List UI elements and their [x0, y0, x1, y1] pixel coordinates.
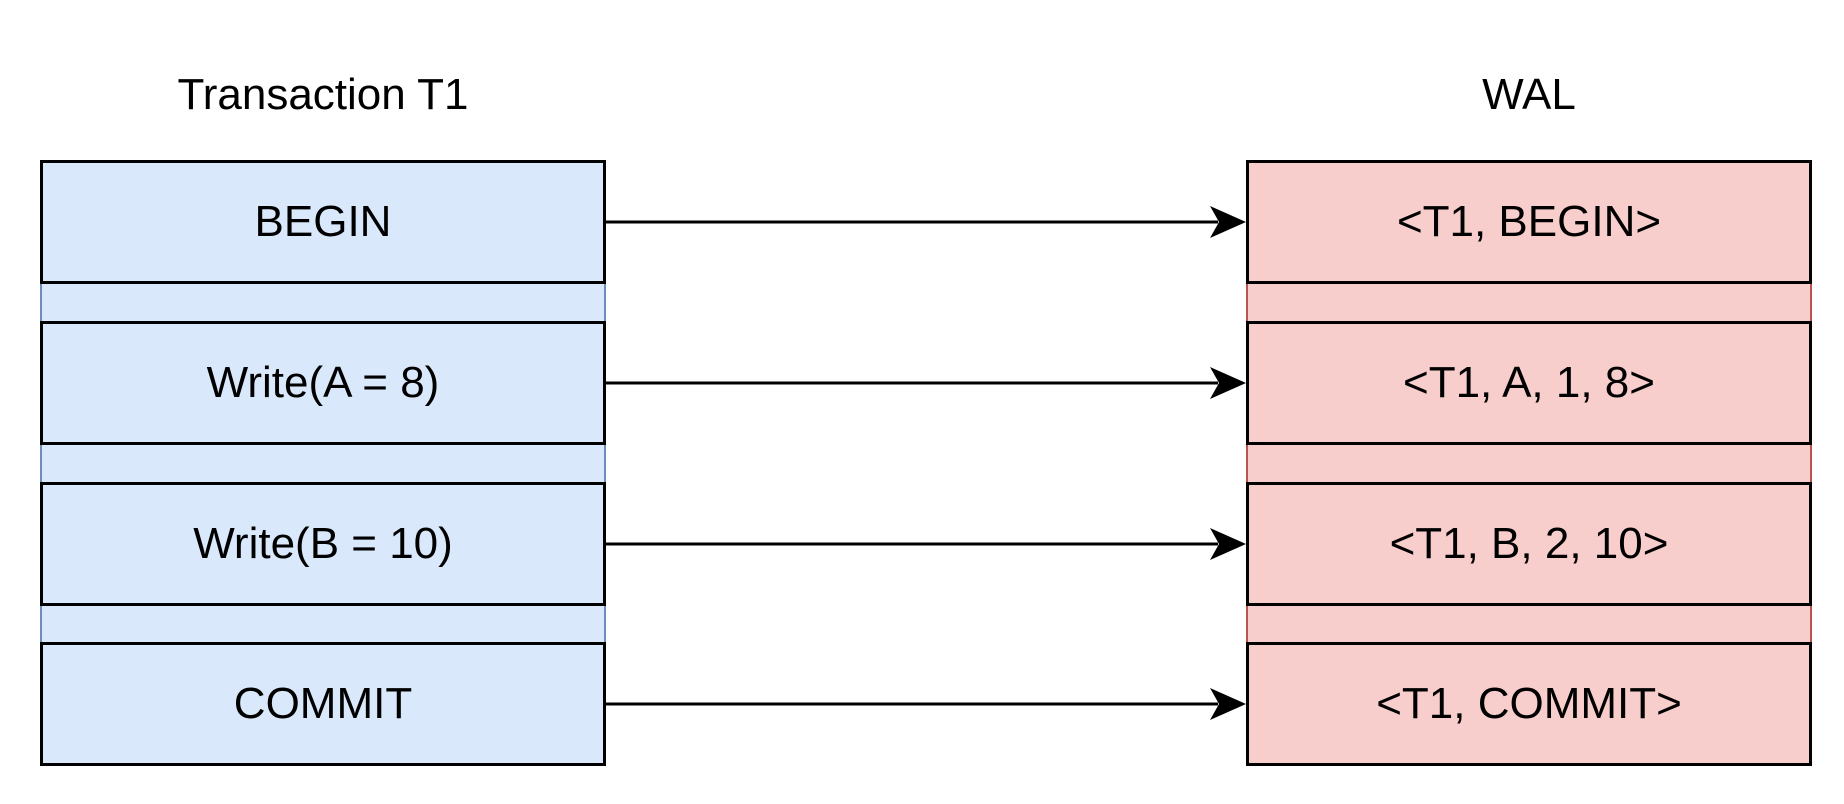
transaction-step-write-a: Write(A = 8) [40, 321, 606, 445]
wal-record-write-b: <T1, B, 2, 10> [1246, 482, 1812, 606]
arrow-begin [606, 206, 1246, 238]
transaction-step-begin: BEGIN [40, 160, 606, 284]
transaction-step-write-b: Write(B = 10) [40, 482, 606, 606]
arrow-write-b [606, 528, 1246, 560]
arrow-commit [606, 688, 1246, 720]
wal-record-write-a: <T1, A, 1, 8> [1246, 321, 1812, 445]
wal-record-commit: <T1, COMMIT> [1246, 642, 1812, 766]
wal-column-title: WAL [1482, 70, 1576, 119]
wal-record-begin: <T1, BEGIN> [1246, 160, 1812, 284]
transaction-step-commit: COMMIT [40, 642, 606, 766]
transaction-column-title: Transaction T1 [177, 70, 469, 119]
arrow-write-a [606, 367, 1246, 399]
